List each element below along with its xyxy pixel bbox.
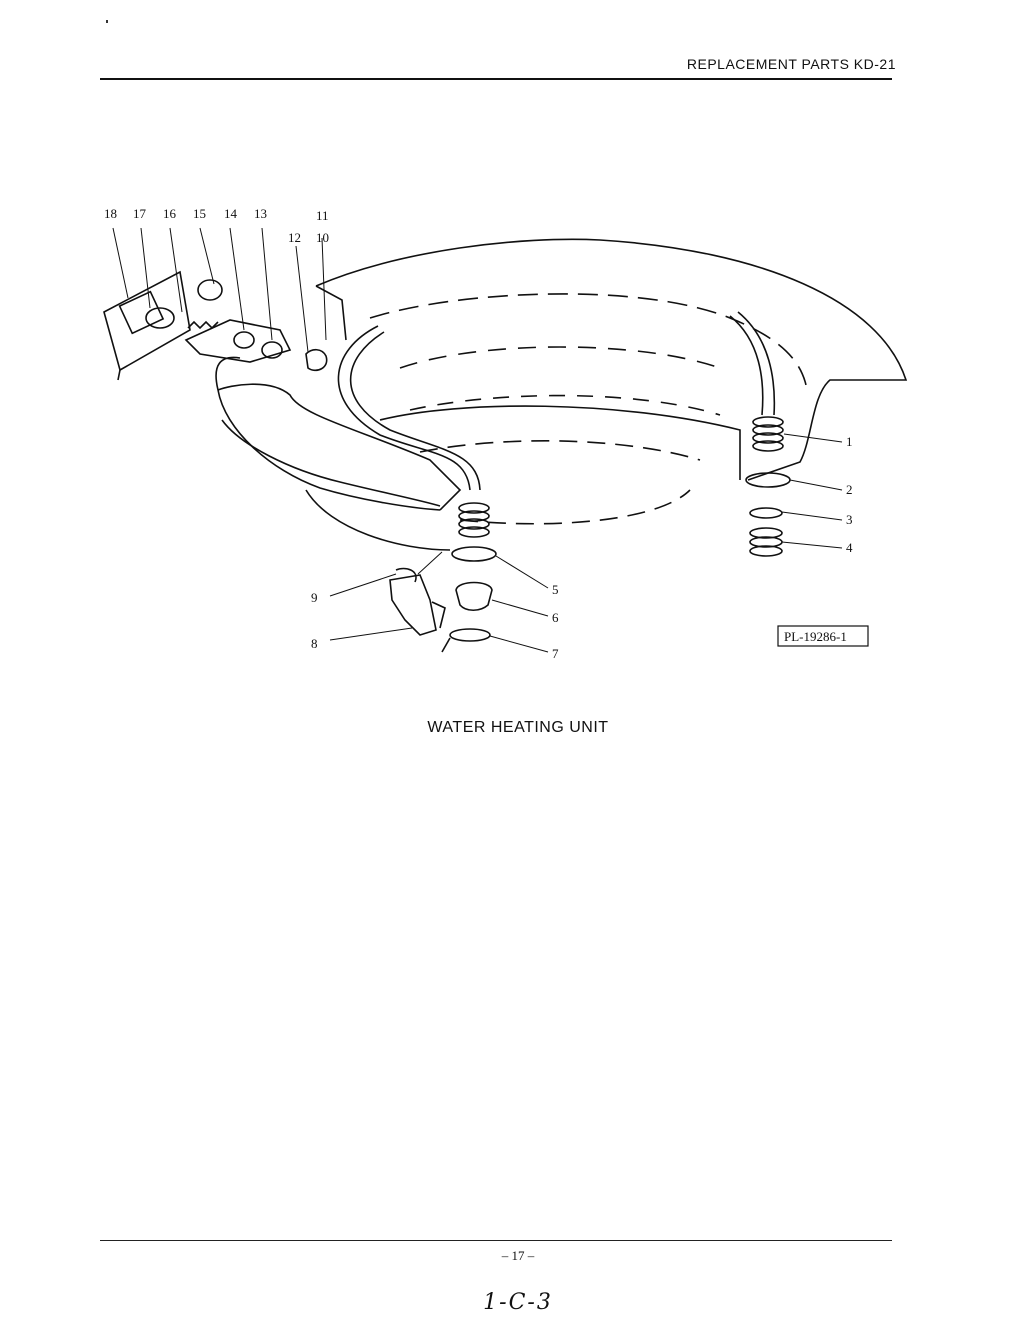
exploded-parts-diagram: 18 17 16 15 14 13 11 12 10 1 2 3 4 5 6 7… xyxy=(0,190,1036,670)
callout-11: 11 xyxy=(316,208,329,223)
callout-4: 4 xyxy=(846,540,853,555)
figure-caption: WATER HEATING UNIT xyxy=(427,719,609,736)
heater-tube-left-inner xyxy=(350,331,481,491)
scan-speck xyxy=(106,20,108,23)
callout-5: 5 xyxy=(552,582,559,597)
bracket-8 xyxy=(389,574,437,636)
callout-2: 2 xyxy=(846,482,853,497)
cap-15 xyxy=(197,279,223,301)
heater-terminal-spring-left xyxy=(458,502,490,538)
page-header-title: REPLACEMENT PARTS KD-21 xyxy=(686,56,896,72)
callout-6: 6 xyxy=(552,610,559,625)
callout-3: 3 xyxy=(846,512,853,527)
nut-6 xyxy=(455,581,493,612)
heater-terminal-spring-right xyxy=(752,416,784,452)
tub-outer-rim xyxy=(315,238,908,481)
callout-15: 15 xyxy=(193,206,206,221)
terminal-block-18 xyxy=(118,290,165,335)
header-rule xyxy=(100,78,892,80)
tub-rim-underside xyxy=(315,285,347,341)
front-panel-lip xyxy=(221,419,441,507)
callout-10: 10 xyxy=(316,230,329,245)
page-number: – 17 – xyxy=(501,1248,535,1263)
callout-labels: 18 17 16 15 14 13 11 12 10 1 2 3 4 5 6 7… xyxy=(104,206,853,661)
tub-base xyxy=(305,489,451,551)
tub-inner-ring-4 xyxy=(379,405,741,480)
lockwasher-7 xyxy=(449,628,491,642)
callout-1: 1 xyxy=(846,434,853,449)
callout-7: 7 xyxy=(552,646,559,661)
callout-16: 16 xyxy=(163,206,177,221)
front-panel-face xyxy=(217,389,441,511)
callout-8: 8 xyxy=(311,636,318,651)
tub-inner-ring-5 xyxy=(419,440,701,461)
callout-18: 18 xyxy=(104,206,117,221)
callout-12: 12 xyxy=(288,230,301,245)
bracket-14 xyxy=(184,319,292,363)
front-panel-body xyxy=(215,356,241,391)
front-panel-top xyxy=(217,383,462,511)
tub-inner-ring-1 xyxy=(369,293,807,386)
callout-13: 13 xyxy=(254,206,267,221)
tub-inner-ring-6 xyxy=(459,489,691,525)
footer-rule xyxy=(100,1240,892,1241)
washer-3 xyxy=(749,507,783,519)
callout-14: 14 xyxy=(224,206,238,221)
heater-tube-right-outer xyxy=(729,315,764,416)
leader-lines xyxy=(112,227,843,653)
callout-9: 9 xyxy=(311,590,318,605)
heater-tube-right-inner xyxy=(737,311,776,416)
washer-5 xyxy=(451,546,497,562)
knob-16 xyxy=(145,307,175,329)
plate-id-box xyxy=(777,625,869,647)
clip-9 xyxy=(395,567,417,583)
plate-id: PL-19286-1 xyxy=(784,629,847,644)
callout-17: 17 xyxy=(133,206,147,221)
washer-2 xyxy=(745,472,791,488)
fitting-12 xyxy=(305,348,328,372)
tub-inner-ring-3 xyxy=(409,394,721,416)
heater-tube-left-outer xyxy=(337,325,471,491)
tub-inner-ring-2 xyxy=(399,346,721,369)
handwritten-reference: 1-C-3 xyxy=(483,1290,553,1315)
nut-4 xyxy=(749,527,783,557)
control-box-17 xyxy=(103,270,191,372)
